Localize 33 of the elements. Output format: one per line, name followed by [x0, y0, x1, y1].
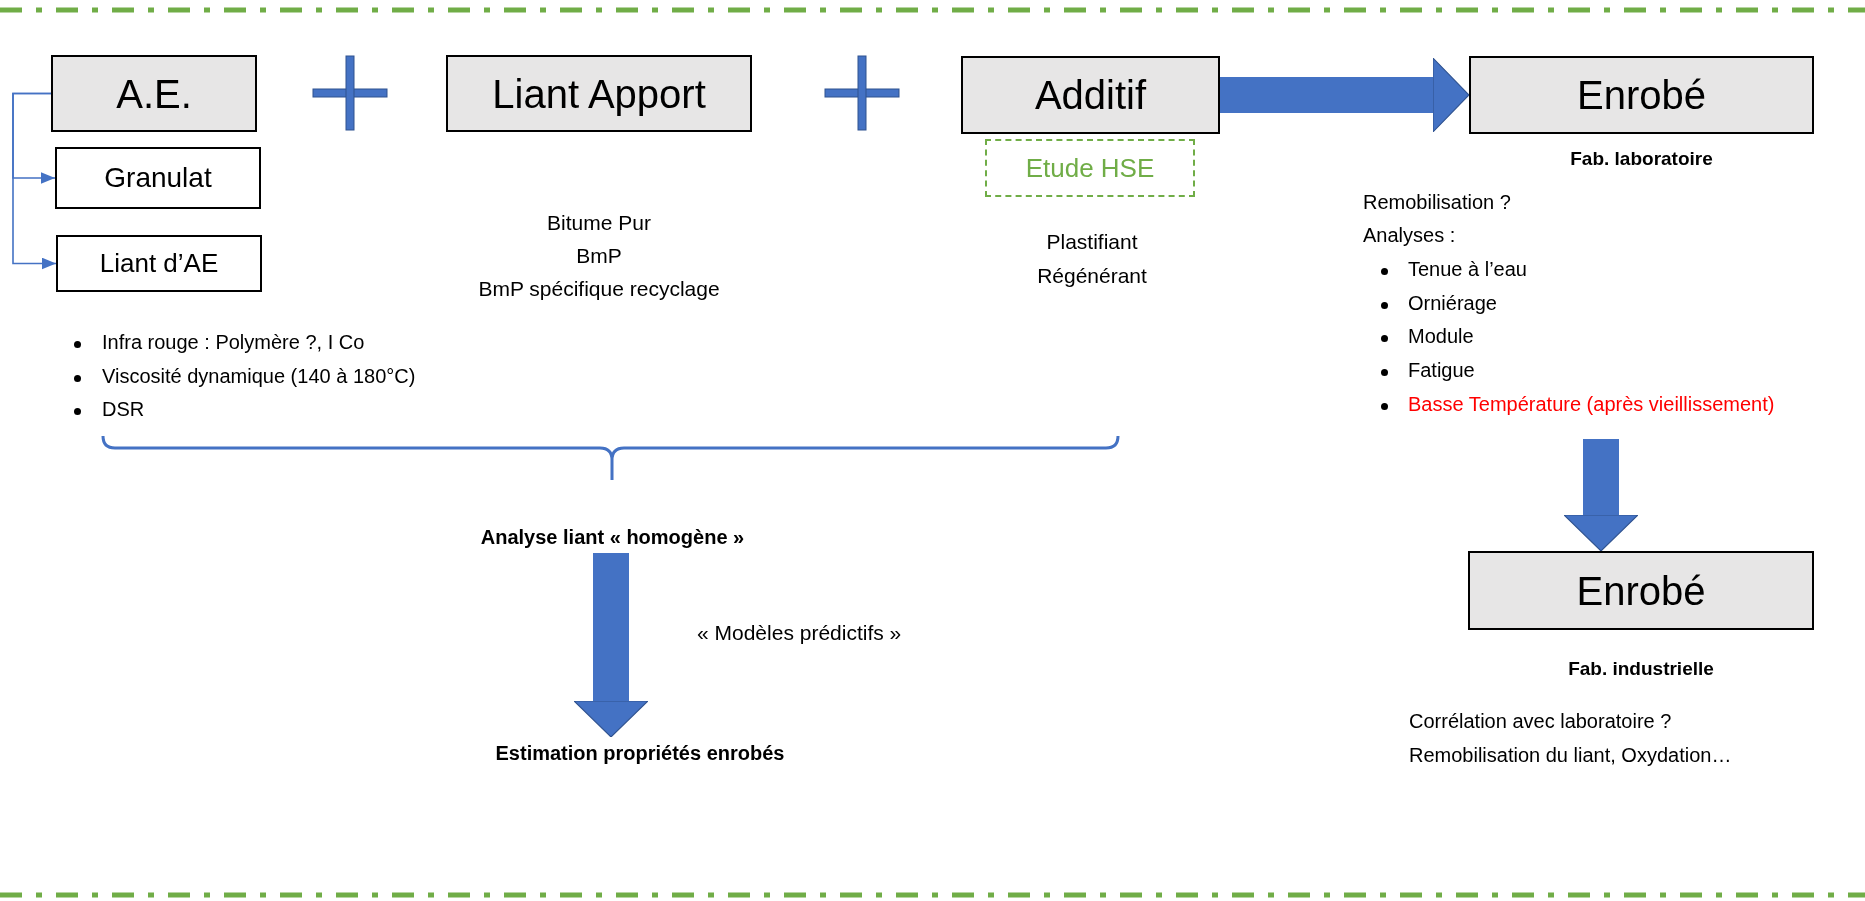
block-arrow	[1220, 57, 1470, 133]
subtitle-text: Fab. laboratoire	[1569, 147, 1714, 171]
note-text: Remobilisation ?	[1363, 190, 1511, 215]
heading-text: Estimation propriétés enrobés	[420, 737, 860, 769]
note-text: BmP	[575, 243, 623, 269]
process-box: A.E.	[51, 55, 257, 132]
note-text: Remobilisation du liant, Oxydation…	[1409, 743, 1732, 768]
note-text: Bitume Pur	[546, 210, 652, 236]
bullet-text: Infra rouge : Polymère ?, I Co	[102, 330, 365, 355]
block-arrow	[1563, 439, 1639, 552]
sub-box: Liant d’AE	[56, 235, 262, 292]
dashed-box: Etude HSE	[985, 139, 1195, 197]
connector-arrow	[12, 92, 57, 270]
heading-text: Analyse liant « homogène »	[430, 521, 795, 553]
process-box: Liant Apport	[446, 55, 752, 132]
sub-box: Granulat	[55, 147, 261, 209]
note-text: Corrélation avec laboratoire ?	[1409, 709, 1672, 734]
note-text: Tenue à l’eau	[1408, 257, 1527, 282]
note-text: Analyses :	[1363, 223, 1456, 248]
process-box: Additif	[961, 56, 1220, 134]
note-text: Plastifiant	[1045, 229, 1139, 255]
bullet-text: DSR	[102, 397, 145, 422]
note-text: Régénérant	[1036, 263, 1148, 289]
process-box: Enrobé	[1469, 56, 1814, 134]
block-arrow	[573, 553, 649, 738]
note-text: Module	[1408, 324, 1474, 349]
note-text: Basse Température (après vieillissement)	[1408, 392, 1775, 417]
note-text: Orniérage	[1408, 291, 1497, 316]
note-text: Fatigue	[1408, 358, 1475, 383]
note-text: BmP spécifique recyclage	[477, 276, 721, 302]
process-box: Enrobé	[1468, 551, 1814, 630]
subtitle-text: Fab. industrielle	[1567, 657, 1715, 681]
bullet-text: Viscosité dynamique (140 à 180°C)	[102, 364, 416, 389]
